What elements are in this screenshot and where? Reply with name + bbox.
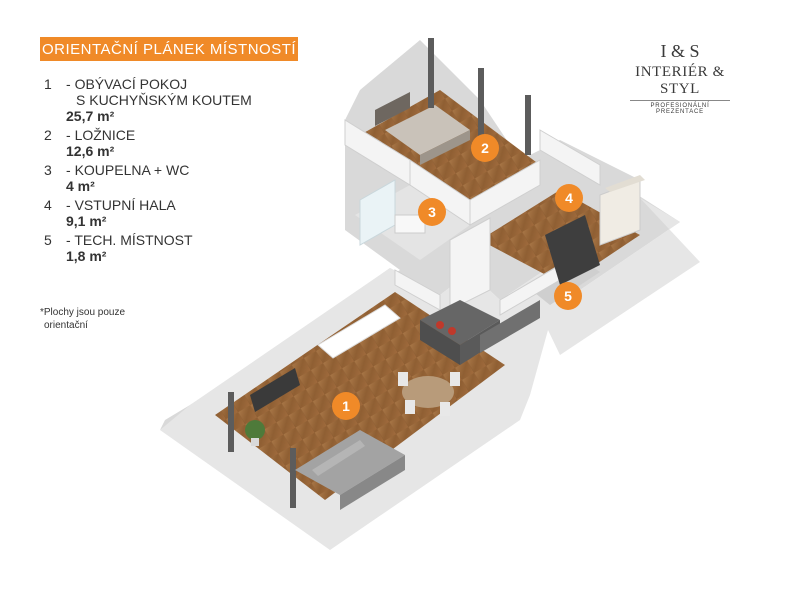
logo-tagline: PROFESIONÁLNÍ PREZENTACE — [630, 100, 730, 115]
logo-monogram: I & S — [660, 41, 700, 61]
area-footnote: *Plochy jsou pouze orientační — [40, 306, 125, 332]
room-badge-3: 3 — [418, 198, 446, 226]
footnote-line: *Plochy jsou pouze — [40, 307, 126, 318]
shower-enclosure — [359, 179, 426, 246]
room-badge-2-label: 2 — [481, 140, 489, 156]
legend-number: 1 — [44, 76, 52, 92]
sofa — [295, 430, 405, 510]
room-badge-4: 4 — [555, 184, 583, 212]
legend-label: OBÝVACÍ POKOJ — [74, 76, 188, 92]
room-badge-5-label: 5 — [564, 288, 572, 304]
tv-unit — [250, 304, 401, 412]
room-badge-1-label: 1 — [342, 398, 350, 414]
plant-icon — [245, 420, 265, 446]
dining-table — [398, 372, 460, 416]
footnote-line: orientační — [44, 320, 88, 331]
legend-dash: - — [66, 232, 71, 248]
legend-label: KOUPELNA + WC — [74, 162, 190, 178]
legend-area: 9,1 m² — [66, 213, 107, 229]
room-badge-5: 5 — [554, 282, 582, 310]
logo-name: INTERIÉR & STYL — [635, 64, 725, 97]
legend-item-living-room: 1 - OBÝVACÍ POKOJ S KUCHYŇSKÝM KOUTEM 25… — [44, 76, 284, 125]
interior-walls — [344, 119, 601, 316]
legend-area: 25,7 m² — [66, 108, 115, 124]
room-badge-2: 2 — [471, 134, 499, 162]
legend-item-bedroom: 2 - LOŽNICE 12,6 m² — [44, 127, 284, 160]
tech-shelving — [545, 215, 600, 285]
legend-label: LOŽNICE — [74, 127, 136, 143]
legend-area: 4 m² — [66, 178, 95, 194]
room-legend: 1 - OBÝVACÍ POKOJ S KUCHYŇSKÝM KOUTEM 25… — [44, 76, 284, 267]
legend-label: TECH. MÍSTNOST — [74, 232, 193, 248]
legend-number: 4 — [44, 197, 52, 213]
legend-label: VSTUPNÍ HALA — [74, 197, 176, 213]
room-badge-3-label: 3 — [428, 204, 436, 220]
room-badge-1: 1 — [332, 392, 360, 420]
legend-item-tech-room: 5 - TECH. MÍSTNOST 1,8 m² — [44, 232, 284, 265]
legend-number: 2 — [44, 127, 52, 143]
legend-item-entrance-hall: 4 - VSTUPNÍ HALA 9,1 m² — [44, 197, 284, 230]
legend-dash: - — [66, 162, 71, 178]
room-badge-4-label: 4 — [565, 190, 573, 206]
bed — [375, 92, 470, 165]
kitchen-counter — [420, 300, 540, 365]
legend-dash: - — [66, 76, 71, 92]
legend-dash: - — [66, 197, 71, 213]
wardrobe — [599, 175, 645, 246]
legend-area: 1,8 m² — [66, 248, 107, 264]
brand-logo: I & S INTERIÉR & STYL PROFESIONÁLNÍ PREZ… — [620, 38, 740, 115]
legend-dash: - — [66, 127, 71, 143]
plan-title: ORIENTAČNÍ PLÁNEK MÍSTNOSTÍ — [40, 37, 298, 61]
legend-number: 5 — [44, 232, 52, 248]
legend-label-continued: S KUCHYŇSKÝM KOUTEM — [76, 92, 252, 108]
legend-area: 12,6 m² — [66, 143, 115, 159]
legend-number: 3 — [44, 162, 52, 178]
curtains — [228, 38, 531, 508]
legend-item-bathroom: 3 - KOUPELNA + WC 4 m² — [44, 162, 284, 195]
